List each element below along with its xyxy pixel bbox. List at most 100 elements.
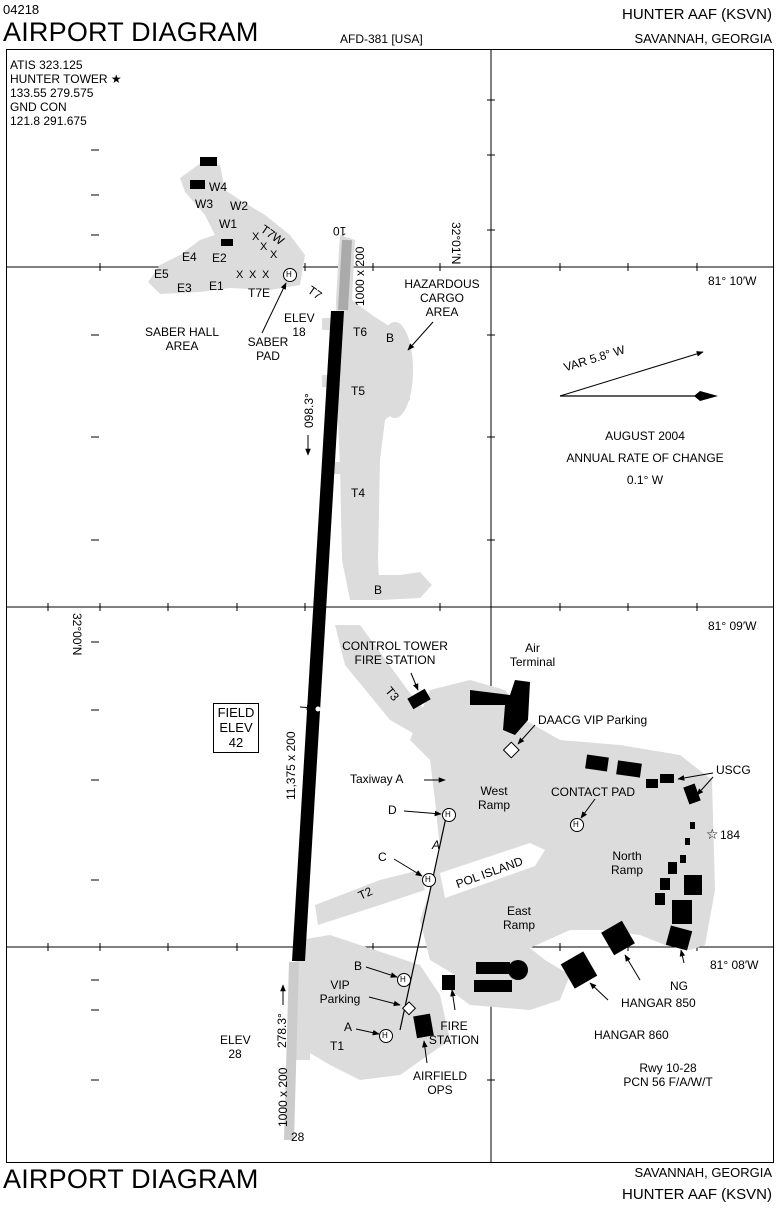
runway-28-label: 28 — [291, 1130, 305, 1144]
elev-north: ELEV 18 — [284, 311, 315, 339]
taxiway-w1: W1 — [219, 217, 237, 231]
vip-parking-line1: VIP — [330, 978, 350, 992]
page-title: AIRPORT DIAGRAM — [3, 17, 259, 47]
taxiway-w3: W3 — [195, 197, 213, 211]
taxiway-e4: E4 — [182, 250, 197, 264]
footer-airport: HUNTER AAF (KSVN) — [621, 1186, 772, 1203]
elev-north-label: ELEV — [284, 311, 315, 325]
latitude-top: 32°01′N — [449, 222, 463, 265]
helipad-h-1: H — [286, 270, 292, 279]
x-mark-5: X — [249, 269, 257, 281]
uscg: USCG — [716, 763, 751, 777]
magvar-info: AUGUST 2004 ANNUAL RATE OF CHANGE 0.1° W — [530, 425, 760, 491]
fire-station: FIRE STATION — [424, 1019, 484, 1047]
magvar-rate-label: ANNUAL RATE OF CHANGE — [566, 451, 724, 465]
overrun-south — [284, 961, 299, 1141]
vip-parking-line2: Parking — [319, 992, 361, 1006]
hazardous-line2: CARGO — [419, 291, 464, 305]
runway-surface: Rwy 10-28 PCN 56 F/A/W/T — [598, 1061, 738, 1089]
x-mark-1: X — [252, 231, 260, 243]
ng-label: NG — [670, 979, 688, 993]
pol-island — [440, 843, 545, 898]
taxiway-e1: E1 — [209, 279, 224, 293]
east-ramp-line2: Ramp — [502, 918, 535, 932]
heading-098: 098.3° — [302, 393, 316, 428]
footer-location: SAVANNAH, GEORGIA — [634, 1165, 773, 1180]
airport-location: SAVANNAH, GEORGIA — [634, 31, 773, 46]
heading-278: 278.3° — [275, 1013, 289, 1048]
west-ramp-line2: Ramp — [477, 798, 510, 812]
taxiway-t4: T4 — [351, 486, 366, 500]
x-mark-4: X — [236, 269, 244, 281]
taxiway-e3: E3 — [177, 281, 192, 295]
diagram-frame — [6, 49, 774, 1163]
contact-pad: CONTACT PAD — [551, 785, 636, 799]
x-mark-2: X — [260, 241, 268, 253]
taxiway-e5: E5 — [154, 267, 169, 281]
daacg-vip-marker — [502, 741, 520, 759]
saber-hall-line1: SABER HALL — [144, 325, 220, 339]
helipads — [283, 268, 584, 1043]
doc-number: 04218 — [3, 2, 40, 17]
control-tower-fire-station: CONTROL TOWER FIRE STATION — [340, 639, 450, 667]
taxiway-e2: E2 — [212, 251, 227, 265]
surface-line2: PCN 56 F/A/W/T — [623, 1075, 713, 1089]
overrun-north — [338, 239, 352, 311]
helipad-b: B — [354, 959, 363, 973]
x-mark-6: X — [262, 269, 270, 281]
frequency-box: ATIS 323.125 HUNTER TOWER ★ 133.55 279.5… — [10, 58, 122, 128]
hangar-860: HANGAR 860 — [594, 1028, 669, 1042]
taxiway-w2: W2 — [230, 199, 248, 213]
taxiway-a-label: Taxiway A — [350, 772, 404, 786]
saber-pad-line1: SABER — [247, 335, 289, 349]
taxiway-t6: T6 — [353, 325, 368, 339]
tower-label: HUNTER TOWER ★ — [10, 72, 122, 86]
control-tower-line1: CONTROL TOWER — [342, 639, 448, 653]
longitude-3: 81° 08′W — [710, 958, 759, 972]
saber-pad: SABER PAD — [243, 335, 293, 363]
air-terminal: Air Terminal — [500, 641, 565, 669]
air-terminal-line1: Air — [525, 641, 540, 655]
taxiway-t1: T1 — [330, 1039, 345, 1053]
x-mark-3: X — [270, 249, 278, 261]
field-elev-value: 42 — [228, 735, 244, 750]
helipad-a: A — [344, 1020, 353, 1034]
hazardous-line3: AREA — [425, 305, 459, 319]
hazardous-line1: HAZARDOUS — [404, 277, 480, 291]
north-ramp: North Ramp — [603, 849, 651, 877]
field-elev-line2: ELEV — [219, 720, 253, 735]
runway-10-28 — [292, 311, 344, 961]
leader-arrows — [261, 282, 714, 1064]
helipad-h-2: H — [445, 810, 451, 819]
vip-parking-marker — [401, 1001, 417, 1016]
helipad-c: C — [378, 850, 387, 864]
control-tower-line2: FIRE STATION — [354, 653, 436, 667]
field-elev-line1: FIELD — [217, 705, 255, 720]
daacg-vip-parking: DAACG VIP Parking — [538, 713, 648, 727]
taxiway-w4: W4 — [209, 180, 227, 194]
helipad-d: D — [388, 803, 397, 817]
saber-pad-line2: PAD — [256, 349, 280, 363]
taxiway-a-line — [399, 807, 449, 1031]
east-ramp-line1: East — [506, 904, 531, 918]
magnetic-north-arrow — [559, 351, 704, 397]
latitude-bottom: 32°00′N — [70, 613, 84, 656]
taxiway-b-north: B — [386, 331, 395, 345]
hangar-850: HANGAR 850 — [621, 996, 696, 1010]
gnd-label: GND CON — [10, 100, 67, 114]
longitude-2: 81° 09′W — [708, 619, 757, 633]
atis-freq: ATIS 323.125 — [10, 58, 83, 72]
runway-dot — [315, 706, 321, 712]
helipad-h-4: H — [425, 875, 431, 884]
west-ramp: West Ramp — [470, 784, 518, 812]
beacon-icon: ☆ — [706, 827, 719, 843]
elev-south-value: 28 — [228, 1047, 242, 1061]
air-terminal-line2: Terminal — [509, 655, 556, 669]
north-ramp-line1: North — [612, 849, 642, 863]
north-ramp-line2: Ramp — [610, 863, 643, 877]
west-ramp-line1: West — [480, 784, 508, 798]
airport-name: HUNTER AAF (KSVN) — [621, 6, 772, 23]
elev-south-label: ELEV — [220, 1033, 251, 1047]
beacon-elevation: 184 — [720, 828, 741, 842]
overrun-south-label: 1000 x 200 — [276, 1067, 290, 1127]
